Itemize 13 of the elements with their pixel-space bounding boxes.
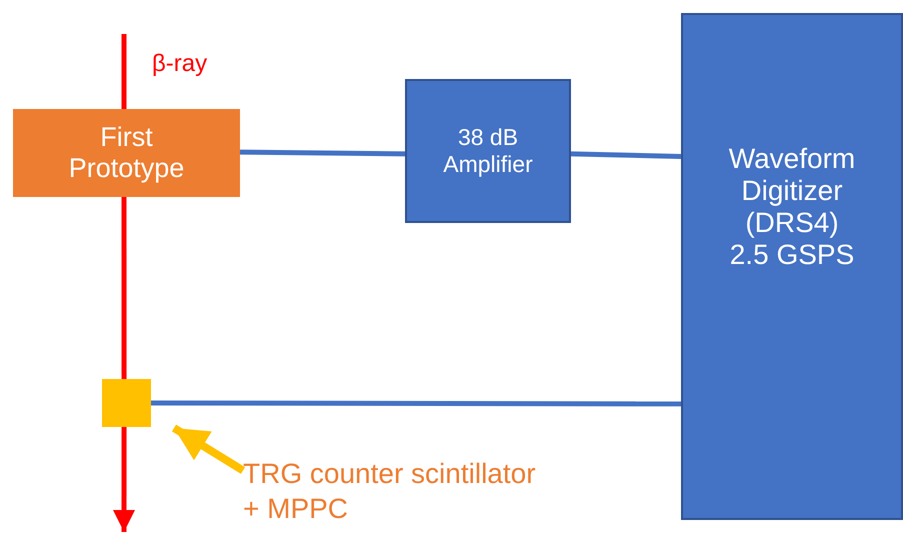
pointer-arrow [172, 424, 246, 474]
process-box: Waveform Digitizer (DRS4) 2.5 GSPS [681, 13, 903, 520]
connector-line [570, 151, 682, 159]
connector-line [240, 150, 406, 156]
counter-block [102, 379, 151, 427]
connector-line [122, 34, 126, 109]
beam-label: β-ray [152, 50, 208, 78]
connector-line [151, 400, 681, 406]
process-box: 38 dB Amplifier [405, 79, 571, 223]
connector-line [122, 197, 127, 379]
arrow [113, 427, 135, 532]
process-box: First Prototype [13, 109, 240, 197]
callout-text: TRG counter scintillator + MPPC [243, 457, 537, 526]
